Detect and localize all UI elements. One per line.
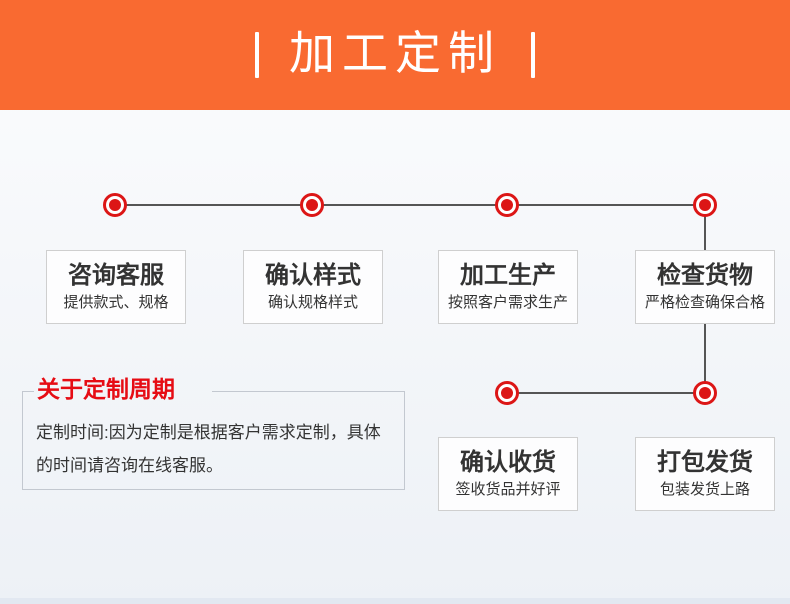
flow-node-dot-6 bbox=[693, 381, 717, 405]
flow-step-card-receive: 确认收货 签收货品并好评 bbox=[438, 437, 578, 511]
about-cycle-body: 定制时间:因为定制是根据客户需求定制，具体的时间请咨询在线客服。 bbox=[36, 423, 381, 475]
section-header: 加工定制 bbox=[0, 0, 790, 110]
flow-step-subtitle: 确认规格样式 bbox=[267, 294, 358, 311]
flow-step-subtitle: 签收货品并好评 bbox=[455, 481, 561, 498]
flow-node-dot-2 bbox=[300, 193, 324, 217]
title-divider-right bbox=[531, 32, 535, 78]
flow-step-title: 确认收货 bbox=[460, 449, 556, 476]
flow-step-card-consult: 咨询客服 提供款式、规格 bbox=[46, 250, 186, 324]
flow-node-dot-4 bbox=[693, 193, 717, 217]
flow-step-card-confirm-style: 确认样式 确认规格样式 bbox=[243, 250, 383, 324]
flow-step-title: 打包发货 bbox=[657, 449, 753, 476]
flow-step-subtitle: 提供款式、规格 bbox=[63, 294, 169, 311]
flow-step-card-ship: 打包发货 包装发货上路 bbox=[635, 437, 775, 511]
flow-node-dot-5 bbox=[495, 381, 519, 405]
flow-step-title: 检查货物 bbox=[657, 262, 753, 289]
flow-node-dot-1 bbox=[103, 193, 127, 217]
flow-step-title: 确认样式 bbox=[265, 262, 361, 289]
bottom-strip bbox=[0, 598, 790, 604]
flow-step-subtitle: 严格检查确保合格 bbox=[644, 294, 765, 311]
flow-step-title: 咨询客服 bbox=[68, 262, 164, 289]
flow-step-card-production: 加工生产 按照客户需求生产 bbox=[438, 250, 578, 324]
about-box-border-segment bbox=[212, 391, 405, 392]
flow-step-subtitle: 按照客户需求生产 bbox=[447, 294, 568, 311]
about-cycle-title: 关于定制周期 bbox=[37, 376, 175, 402]
flow-connector-line-top bbox=[115, 204, 705, 206]
flow-node-dot-3 bbox=[495, 193, 519, 217]
flow-step-subtitle: 包装发货上路 bbox=[659, 481, 750, 498]
page-title: 加工定制 bbox=[289, 27, 501, 79]
title-divider-left bbox=[255, 32, 259, 78]
flow-step-card-inspect: 检查货物 严格检查确保合格 bbox=[635, 250, 775, 324]
flow-connector-line-bottom bbox=[507, 392, 705, 394]
about-cycle-box bbox=[22, 391, 405, 490]
flow-step-title: 加工生产 bbox=[460, 262, 556, 289]
about-box-border-segment bbox=[22, 391, 34, 392]
